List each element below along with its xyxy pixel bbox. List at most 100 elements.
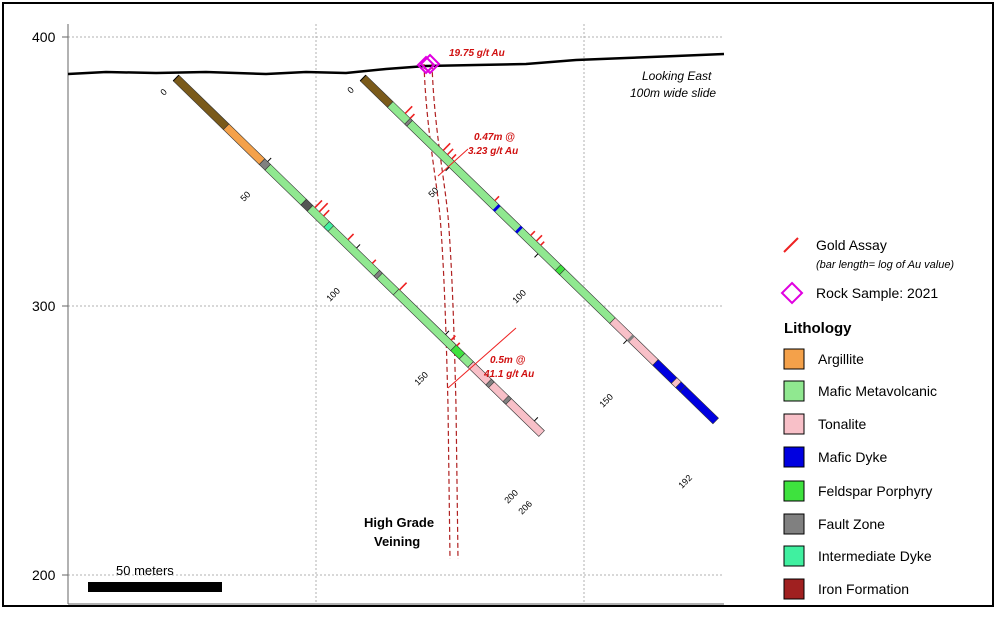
h1-intermediate-dyke <box>323 221 335 232</box>
h2-depth-end: 192 <box>676 473 694 491</box>
h1-depth-200: 200 <box>502 488 520 506</box>
h1-gold-assay-7 <box>450 335 456 341</box>
h1-gold-assay-4 <box>347 233 355 241</box>
view-direction-note: Looking East <box>642 69 712 83</box>
h2-fault-1 <box>404 117 413 127</box>
legend-label-argillite: Argillite <box>818 351 864 367</box>
rock-sample-value: 19.75 g/t Au <box>449 48 505 59</box>
h1-gold-assay-5 <box>371 259 377 264</box>
h2-mafic-dyke-5 <box>679 385 719 425</box>
legend-rock-sample-label: Rock Sample: 2021 <box>816 285 938 301</box>
rock-sample-diamond-2 <box>416 55 436 75</box>
h2-overburden <box>359 74 394 108</box>
h1-fault-4 <box>485 378 495 389</box>
h1-argillite <box>222 123 266 165</box>
h2-depth-50: 50 <box>426 185 440 199</box>
drill-hole-1: 0 50 100 150 200 206 <box>158 74 545 517</box>
legend-swatch-feldspar-porphyry <box>783 480 805 502</box>
legend-gold-assay-symbol <box>783 237 799 253</box>
legend-gold-assay-label: Gold Assay <box>816 237 887 253</box>
h2-depth-0: 0 <box>345 85 356 96</box>
assay-lower-line1: 0.5m @ <box>490 355 526 366</box>
assay-upper-line2: 3.23 g/t Au <box>468 146 518 157</box>
legend-swatch-mafic-metavolcanic <box>783 380 805 402</box>
h2-tick-100 <box>534 253 539 258</box>
h1-depth-150: 150 <box>412 370 430 388</box>
h2-tick-0 <box>359 74 367 82</box>
h1-mafic-metavolcanic-2 <box>306 205 400 296</box>
legend-label-intermediate-dyke: Intermediate Dyke <box>818 548 932 564</box>
h1-gold-assay-6 <box>399 282 408 291</box>
legend-swatch-intermediate-dyke <box>783 545 805 567</box>
scale-bar-label: 50 meters <box>116 563 174 578</box>
h1-mafic-metavolcanic-3 <box>392 288 457 352</box>
legend-label-fault-zone: Fault Zone <box>818 516 885 532</box>
h1-overburden <box>172 74 230 131</box>
h2-gold-assay-9 <box>540 241 545 246</box>
h1-tick-150 <box>445 330 450 335</box>
vein-boundary-west <box>423 63 451 560</box>
h2-depth-150: 150 <box>597 392 615 410</box>
legend: Gold Assay (bar length= log of Au value)… <box>780 237 954 600</box>
veining-label-line2: Veining <box>374 534 420 549</box>
h2-mafic-dyke-1 <box>492 204 501 212</box>
h1-depth-0: 0 <box>158 87 169 98</box>
cross-section-diagram: 400 300 200 Looking East 100m wide slide… <box>32 24 954 605</box>
h2-fault-2 <box>626 334 635 343</box>
h1-tick-0 <box>172 74 180 82</box>
h2-feldspar-porphyry <box>554 264 566 276</box>
h1-fault-5 <box>502 395 512 405</box>
scale-bar <box>88 582 222 592</box>
h2-gold-assay-8 <box>535 234 543 242</box>
legend-lithology-title: Lithology <box>784 320 852 337</box>
rock-sample-marker <box>416 53 441 75</box>
h2-gold-assay-1 <box>404 105 413 115</box>
y-label-300: 300 <box>32 298 56 314</box>
topography-line <box>67 52 725 76</box>
h1-depth-50: 50 <box>238 189 252 203</box>
legend-label-mafic-dyke: Mafic Dyke <box>818 449 887 465</box>
h1-tick-200 <box>534 416 539 422</box>
h2-mafic-dyke-3 <box>652 359 678 384</box>
legend-label-mafic-metavolcanic: Mafic Metavolcanic <box>818 383 937 399</box>
rock-sample-diamond-1 <box>419 53 441 75</box>
h2-gold-assay-4 <box>446 148 454 156</box>
slice-width-note: 100m wide slide <box>630 86 716 100</box>
legend-swatch-tonalite <box>783 413 805 435</box>
assay-upper-line1: 0.47m @ <box>474 132 515 143</box>
legend-rock-sample-symbol <box>780 281 804 305</box>
h2-tick-150 <box>623 339 628 345</box>
h2-tick-50 <box>445 166 450 172</box>
h1-gold-assay-1 <box>314 199 323 209</box>
h1-fault-3 <box>373 269 383 280</box>
h1-gold-assay-2 <box>318 202 329 213</box>
legend-label-iron-formation: Iron Formation <box>818 581 909 597</box>
h2-gold-assay-2 <box>409 113 415 119</box>
legend-label-tonalite: Tonalite <box>818 416 866 432</box>
legend-swatch-iron-formation <box>783 578 805 600</box>
assay-leader-lower <box>447 327 517 389</box>
section-frame: 400 300 200 Looking East 100m wide slide… <box>2 2 994 607</box>
h1-tick-100 <box>356 244 361 249</box>
h2-depth-100: 100 <box>510 288 528 306</box>
assay-lower-line2: 41.1 g/t Au <box>483 369 534 380</box>
assay-leader-upper <box>437 148 469 177</box>
grid <box>68 24 724 604</box>
h1-gold-assay-3 <box>323 209 330 217</box>
h2-gold-assay-5 <box>451 153 457 160</box>
y-label-200: 200 <box>32 567 56 583</box>
h2-tonalite <box>609 317 659 366</box>
h1-depth-end: 206 <box>516 499 534 517</box>
h1-tick-50 <box>267 157 272 162</box>
h2-gold-assay-6 <box>494 195 500 202</box>
h1-gold-assay-8 <box>456 342 461 347</box>
h1-mafic-metavolcanic-1 <box>264 163 307 206</box>
legend-swatch-argillite <box>783 348 805 370</box>
legend-label-feldspar-porphyry: Feldspar Porphyry <box>818 483 932 499</box>
h2-gold-assay-3 <box>442 142 451 151</box>
h1-depth-100: 100 <box>324 286 342 304</box>
legend-gold-assay-note: (bar length= log of Au value) <box>816 259 954 271</box>
veining-label-line1: High Grade <box>364 515 434 530</box>
legend-swatch-mafic-dyke <box>783 446 805 468</box>
h2-gold-assay-7 <box>530 230 536 237</box>
